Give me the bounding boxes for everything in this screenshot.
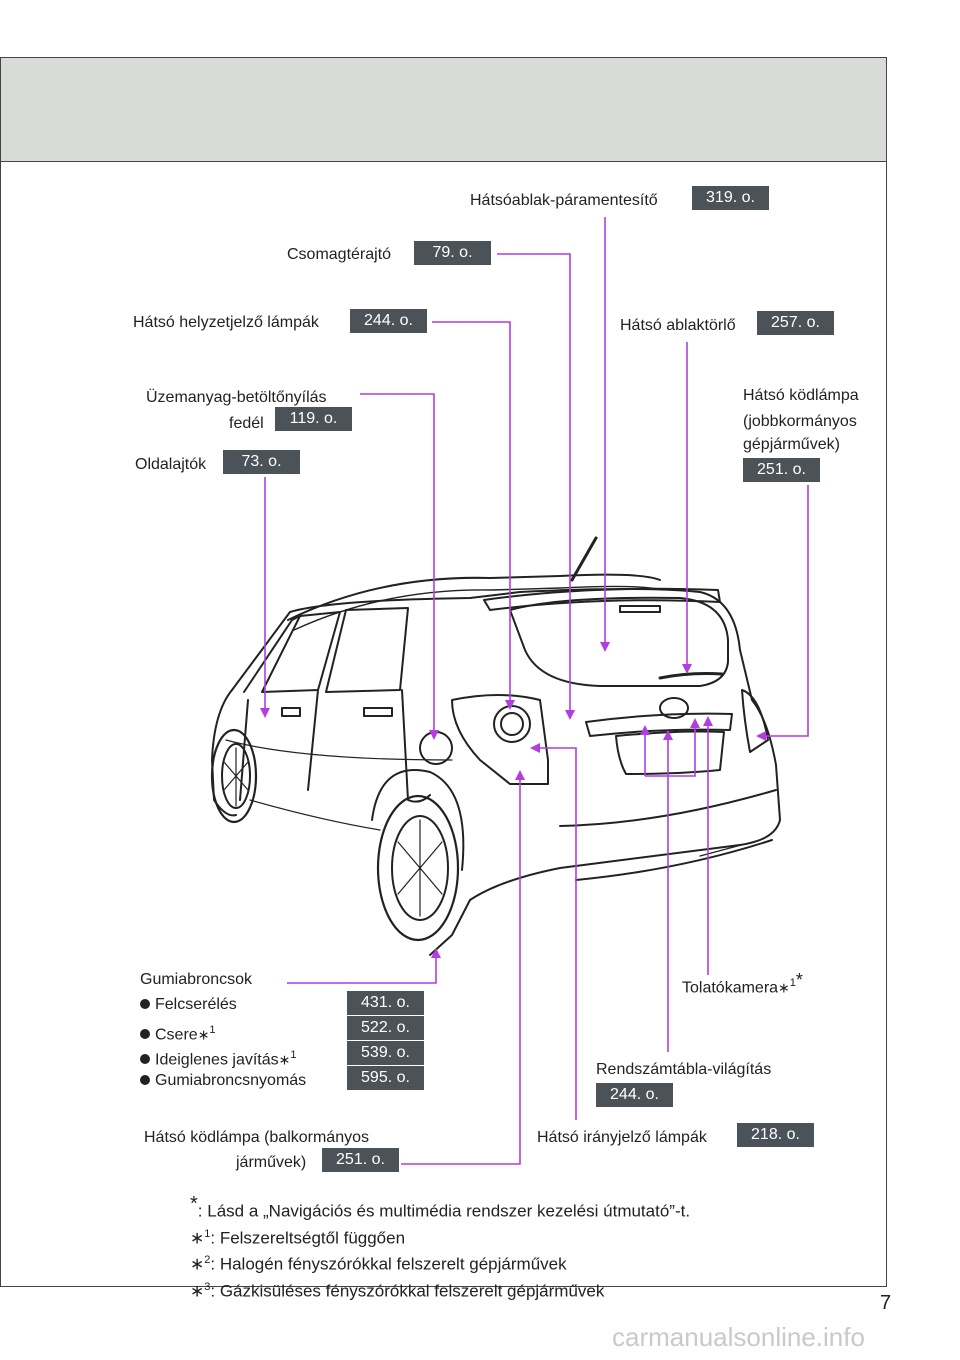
tires-pressure-label: Gumiabroncsnyomás	[155, 1072, 307, 1089]
footnote-ref: 2	[204, 1254, 211, 1267]
footnote-ref: 1	[789, 977, 796, 989]
side-doors-label: Oldalajtók	[135, 456, 207, 473]
tires-replace-item: Csere∗1	[140, 1020, 216, 1045]
fuel-door-label-line2: fedél	[229, 415, 264, 432]
footnote-1: ∗1: Felszereltségtől függően	[190, 1223, 690, 1250]
tires-temp-repair-page-badge[interactable]: 539. o.	[347, 1041, 424, 1065]
tires-temp-repair-item: Ideiglenes javítás∗1	[140, 1045, 297, 1070]
fuel-door-page-badge[interactable]: 119. o.	[275, 407, 352, 431]
rear-fog-rhd-page-badge[interactable]: 251. o.	[743, 458, 820, 482]
rear-wiper-page-badge[interactable]: 257. o.	[757, 311, 834, 335]
bullet-icon	[140, 999, 150, 1009]
asterisk-mark: ∗	[778, 979, 790, 996]
tires-temp-repair-label: Ideiglenes javítás	[155, 1051, 279, 1069]
tires-replace-label: Csere	[155, 1026, 198, 1044]
bullet-icon	[140, 1029, 150, 1040]
defroster-label: Hátsóablak-páramentesítő	[470, 192, 658, 209]
defroster-page-badge[interactable]: 319. o.	[692, 186, 769, 210]
asterisk-mark: ∗	[190, 1281, 205, 1301]
rear-fog-rhd-label-line3: gépjárművek)	[743, 436, 840, 453]
rear-fog-lhd-page-badge[interactable]: 251. o.	[322, 1148, 399, 1172]
footnote-3-text: : Gázkisüléses fényszórókkal felszerelt …	[210, 1281, 605, 1301]
side-doors-page-badge[interactable]: 73. o.	[223, 450, 300, 474]
fuel-door-label-line1: Üzemanyag-betöltőnyílás	[146, 389, 327, 406]
tires-replace-page-badge[interactable]: 522. o.	[347, 1016, 424, 1040]
footnote-0: *: Lásd a „Navigációs és multimédia rend…	[190, 1193, 690, 1223]
tires-pressure-item: Gumiabroncsnyomás	[140, 1071, 306, 1091]
rear-wiper-label: Hátsó ablaktörlő	[620, 317, 736, 334]
rear-position-lamps-label: Hátsó helyzetjelző lámpák	[133, 314, 319, 331]
rear-position-lamps-page-badge[interactable]: 244. o.	[350, 309, 427, 333]
page-frame	[0, 57, 887, 1287]
tires-swap-item: Felcserélés	[140, 995, 237, 1015]
tires-swap-label: Felcserélés	[155, 996, 237, 1013]
asterisk-mark: ∗	[197, 1026, 210, 1043]
rear-camera-label: Tolatókamera	[682, 979, 779, 997]
footnote-ref: 1	[290, 1049, 297, 1061]
tires-swap-page-badge[interactable]: 431. o.	[347, 991, 424, 1015]
tailgate-page-badge[interactable]: 79. o.	[414, 241, 491, 265]
star-mark: *	[795, 970, 803, 990]
rear-turn-page-badge[interactable]: 218. o.	[737, 1123, 814, 1147]
footnote-1-text: : Felszereltségtől függően	[210, 1228, 406, 1248]
rear-camera-item: Tolatókamera∗1*	[682, 970, 803, 998]
asterisk-mark: ∗	[190, 1228, 205, 1248]
watermark: carmanualsonline.info	[612, 1322, 865, 1352]
footnote-ref: 1	[209, 1024, 216, 1036]
rear-fog-rhd-label-line1: Hátsó ködlámpa	[743, 387, 859, 404]
star-mark: *	[190, 1193, 198, 1215]
footnote-2-text: : Halogén fényszórókkal felszerelt gépjá…	[210, 1254, 567, 1274]
header-band	[1, 58, 886, 162]
rear-fog-lhd-label-line2: járművek)	[236, 1154, 307, 1171]
asterisk-mark: ∗	[278, 1051, 291, 1068]
bullet-icon	[140, 1054, 150, 1065]
footnote-3: ∗3: Gázkisüléses fényszórókkal felszerel…	[190, 1276, 690, 1303]
rear-fog-lhd-label-line1: Hátsó ködlámpa (balkormányos	[144, 1129, 369, 1146]
footnotes: *: Lásd a „Navigációs és multimédia rend…	[190, 1193, 690, 1303]
rear-fog-rhd-label-line2: (jobbkormányos	[743, 413, 857, 430]
footnote-ref: 1	[204, 1227, 211, 1240]
tires-pressure-page-badge[interactable]: 595. o.	[347, 1066, 424, 1090]
tires-title: Gumiabroncsok	[140, 971, 253, 988]
footnote-ref: 3	[204, 1280, 211, 1293]
page-number: 7	[880, 1292, 892, 1314]
bullet-icon	[140, 1075, 150, 1085]
footnote-2: ∗2: Halogén fényszórókkal felszerelt gép…	[190, 1249, 690, 1276]
tailgate-label: Csomagtérajtó	[287, 246, 392, 263]
asterisk-mark: ∗	[190, 1254, 205, 1274]
plate-light-page-badge[interactable]: 244. o.	[596, 1083, 673, 1107]
rear-turn-label: Hátsó irányjelző lámpák	[537, 1129, 707, 1146]
plate-light-label: Rendszámtábla-világítás	[596, 1061, 772, 1078]
footnote-0-text: : Lásd a „Navigációs és multimédia rends…	[197, 1201, 691, 1221]
